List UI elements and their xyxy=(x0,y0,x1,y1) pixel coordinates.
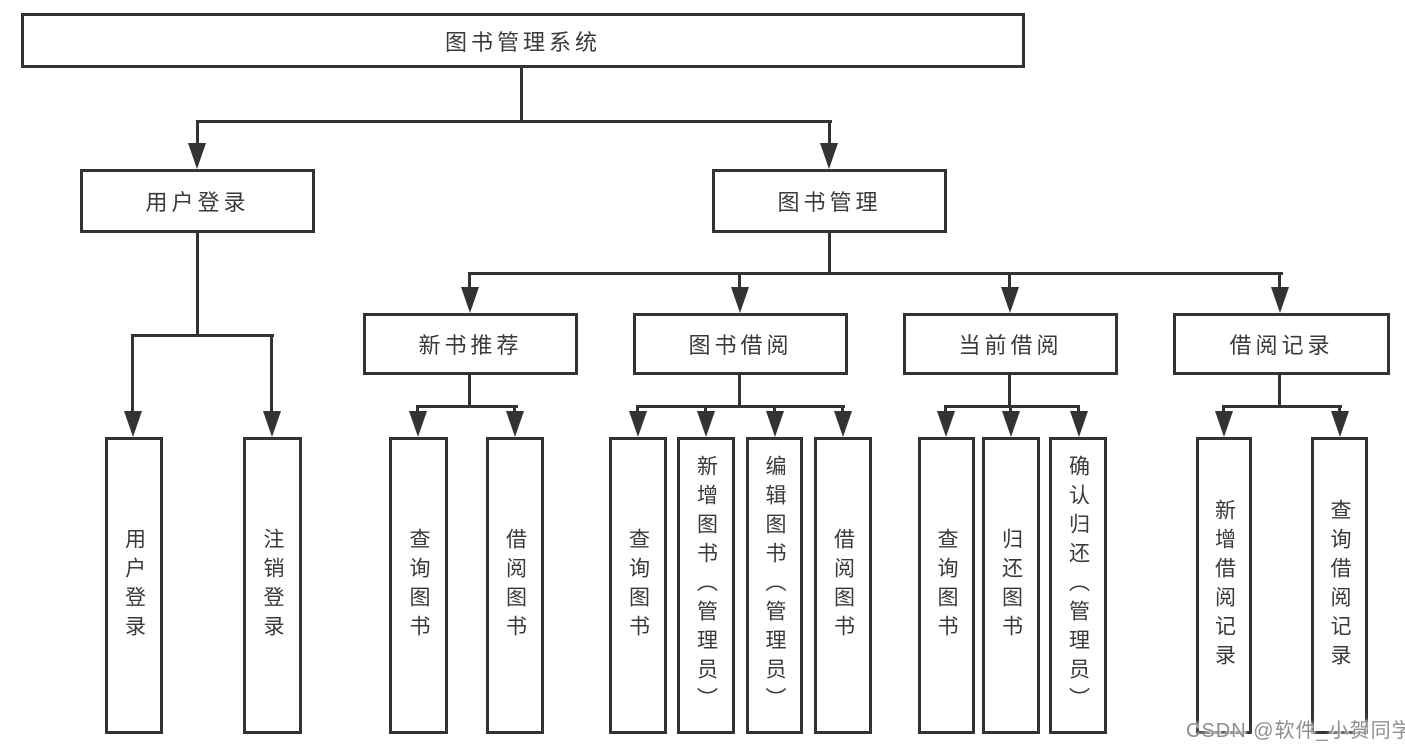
leaf-borrow-edit-book: 编辑图书（管理员） xyxy=(746,437,803,734)
arrow-down-icon xyxy=(1215,411,1233,437)
node-borrow-records: 借阅记录 xyxy=(1173,313,1390,375)
connector-user-login-trunk xyxy=(196,233,199,337)
leaf-label: 借阅图书 xyxy=(831,527,855,644)
connector-current-trunk xyxy=(1008,375,1011,408)
leaf-label: 查询图书 xyxy=(407,527,430,644)
arrow-down-icon xyxy=(124,411,142,437)
connector-stub-logout xyxy=(270,334,273,414)
connector-book-mgmt-trunk xyxy=(828,233,831,275)
connector-stub-borrow-records xyxy=(1278,272,1281,290)
arrow-down-icon xyxy=(731,287,749,313)
connector-recommend-trunk xyxy=(468,375,471,408)
connector-records-trunk xyxy=(1278,375,1281,408)
connector-current-bar xyxy=(944,405,1080,408)
node-root-library-system: 图书管理系统 xyxy=(21,13,1025,68)
leaf-records-add-record: 新增借阅记录 xyxy=(1196,437,1252,734)
connector-stub xyxy=(1338,405,1341,415)
arrow-down-icon xyxy=(629,411,647,437)
leaf-borrow-borrow-book: 借阅图书 xyxy=(814,437,872,734)
node-current-borrow: 当前借阅 xyxy=(903,313,1118,375)
connector-user-login-bar xyxy=(131,334,274,337)
connector-root-trunk xyxy=(520,67,523,123)
leaf-label: 归还图书 xyxy=(999,527,1023,644)
arrow-down-icon xyxy=(1001,287,1019,313)
connector-stub xyxy=(841,405,844,415)
connector-stub-current-borrow xyxy=(1008,272,1011,290)
arrow-down-icon xyxy=(1002,411,1020,437)
leaf-borrow-query-book: 查询图书 xyxy=(609,437,667,734)
leaf-recommend-query-book: 查询图书 xyxy=(389,437,448,734)
connector-borrow-trunk xyxy=(738,375,741,408)
arrow-down-icon xyxy=(263,411,281,437)
leaf-label: 借阅图书 xyxy=(503,527,527,644)
connector-stub xyxy=(1009,405,1012,415)
arrow-down-icon xyxy=(409,411,427,437)
connector-stub-new-book-recommend xyxy=(468,272,471,290)
connector-stub xyxy=(704,405,707,415)
connector-records-bar xyxy=(1222,405,1342,408)
leaf-borrow-add-book: 新增图书（管理员） xyxy=(677,437,735,734)
leaf-label: 新增图书（管理员） xyxy=(694,455,718,716)
arrow-down-icon xyxy=(506,411,524,437)
connector-stub xyxy=(636,405,639,415)
leaf-label: 注销登录 xyxy=(261,527,284,644)
connector-stub-book-management xyxy=(828,120,831,146)
leaf-recommend-borrow-book: 借阅图书 xyxy=(486,437,544,734)
arrow-down-icon xyxy=(461,287,479,313)
arrow-down-icon xyxy=(766,411,784,437)
leaf-label: 新增借阅记录 xyxy=(1212,498,1236,673)
leaf-current-return-book: 归还图书 xyxy=(982,437,1040,734)
node-book-borrow: 图书借阅 xyxy=(633,313,848,375)
leaf-current-query-book: 查询图书 xyxy=(918,437,975,734)
node-book-management: 图书管理 xyxy=(712,169,947,233)
leaf-label: 查询图书 xyxy=(626,527,650,644)
leaf-label: 编辑图书（管理员） xyxy=(763,455,786,716)
connector-recommend-bar xyxy=(416,405,518,408)
arrow-down-icon xyxy=(1271,287,1289,313)
connector-stub-book-borrow xyxy=(738,272,741,290)
leaf-label: 确认归还（管理员） xyxy=(1066,455,1090,716)
leaf-records-query-record: 查询借阅记录 xyxy=(1311,437,1368,734)
leaf-label: 查询图书 xyxy=(935,527,958,644)
connector-stub-login xyxy=(131,334,134,414)
arrow-down-icon xyxy=(1070,411,1088,437)
connector-stub xyxy=(773,405,776,415)
arrow-down-icon xyxy=(697,411,715,437)
csdn-watermark: CSDN @软件_小贺同学 xyxy=(1186,720,1405,742)
arrow-down-icon xyxy=(937,411,955,437)
leaf-logout: 注销登录 xyxy=(243,437,302,734)
connector-stub xyxy=(1222,405,1225,415)
connector-stub xyxy=(513,405,516,415)
connector-stub xyxy=(944,405,947,415)
connector-book-mgmt-bar xyxy=(468,272,1283,275)
connector-borrow-bar xyxy=(636,405,845,408)
arrow-down-icon xyxy=(820,143,838,169)
node-user-login: 用户登录 xyxy=(80,169,315,233)
connector-stub-user-login xyxy=(196,120,199,146)
arrow-down-icon xyxy=(188,143,206,169)
leaf-current-confirm-return: 确认归还（管理员） xyxy=(1049,437,1107,734)
node-new-book-recommend: 新书推荐 xyxy=(363,313,578,375)
connector-stub xyxy=(416,405,419,415)
leaf-label: 用户登录 xyxy=(122,527,146,644)
connector-stub xyxy=(1077,405,1080,415)
arrow-down-icon xyxy=(1331,411,1349,437)
arrow-down-icon xyxy=(834,411,852,437)
leaf-label: 查询借阅记录 xyxy=(1328,498,1351,673)
leaf-user-login: 用户登录 xyxy=(105,437,163,734)
connector-root-bar xyxy=(196,120,832,123)
